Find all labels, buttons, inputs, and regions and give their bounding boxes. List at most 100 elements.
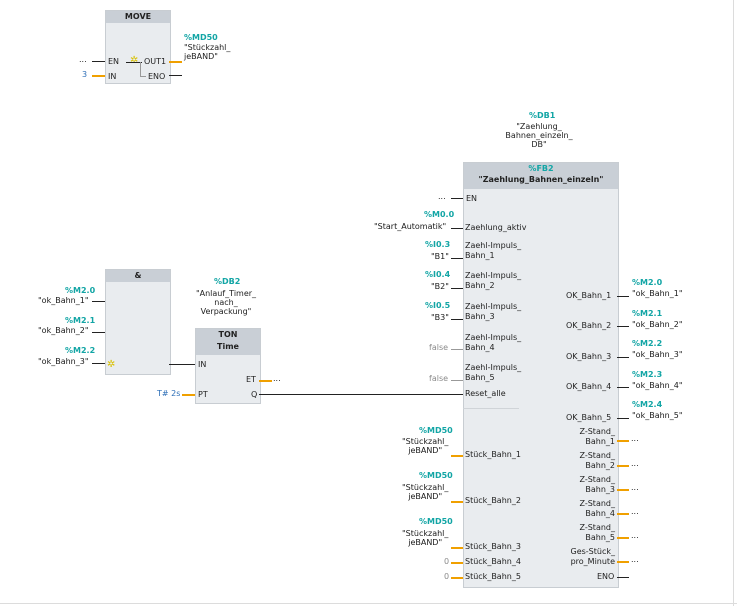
fb-in-stueck-5-wire [451,577,463,579]
fb-out-ok-1-wire [617,296,629,297]
fb-in-impuls-1-value[interactable]: "B1" [431,252,449,261]
fb-in-stueck-5-value[interactable]: 0 [444,572,450,581]
fb-out-ok-5-value[interactable]: "ok_Bahn_5" [632,411,683,420]
move-in-value[interactable]: 3 [82,70,88,79]
move-eno-connector [140,62,141,76]
fb-zaehlung-block[interactable]: %FB2 "Zaehlung_Bahnen_einzeln" EN ENO [463,162,619,588]
ton-et-wire [259,380,272,382]
fb-out-ok-2-wire [617,326,629,327]
move-out1-pin: OUT1 [144,57,167,66]
fb-db-address[interactable]: %DB1 [529,111,556,120]
fb-out-ges-stueck-pin: Ges-Stück_ pro_Minute [570,547,616,566]
and-input-2-name[interactable]: "ok_Bahn_2" [38,326,89,335]
fb-out-ok-4-wire [617,387,629,388]
ton-et-value[interactable]: ... [273,374,281,383]
fb-in-impuls-1-pin: Zaehl-Impuls_ Bahn_1 [465,241,522,260]
move-in-wire [92,75,105,77]
move-enable-marker-icon: ✲ [130,55,139,66]
fb-en-value[interactable]: ... [438,192,446,201]
fb-name: "Zaehlung_Bahnen_einzeln" [478,175,604,184]
fb-in-impuls-4-pin: Zaehl-Impuls_ Bahn_4 [465,333,522,352]
fb-in-stueck-2-address[interactable]: %MD50 [419,471,453,480]
fb-out-ok-2-address[interactable]: %M2.1 [632,309,663,318]
fb-out-zstand-1-pin: Z-Stand_ Bahn_1 [579,427,616,446]
fb-out-ok-1-value[interactable]: "ok_Bahn_1" [632,289,683,298]
fb-in-impuls-2-pin: Zaehl-Impuls_ Bahn_2 [465,271,522,290]
fb-en-pin: EN [466,194,478,203]
move-out-name[interactable]: "Stückzahl_ jeBAND" [184,43,231,61]
fb-db-name[interactable]: "Zaehlung_ Bahnen_einzeln_ DB" [505,122,573,149]
fb-out-zstand-4-value[interactable]: ... [631,507,639,516]
fb-out-ok-2-value[interactable]: "ok_Bahn_2" [632,320,683,329]
and-to-ton-wire [169,364,195,365]
fb-in-impuls-5-wire [451,380,463,381]
fb-out-ok-1-address[interactable]: %M2.0 [632,278,663,287]
fb-block-header: %FB2 "Zaehlung_Bahnen_einzeln" [464,163,618,189]
move-en-wire [92,61,105,62]
fb-in-impuls-5-value[interactable]: false [429,374,449,383]
fb-in-impuls-1-address[interactable]: %I0.3 [425,240,451,249]
fb-out-ok-3-wire [617,357,629,358]
fb-in-impuls-2-wire [451,288,463,289]
and-input-3-name[interactable]: "ok_Bahn_3" [38,357,89,366]
move-out-address[interactable]: %MD50 [184,33,218,42]
fb-in-stueck-2-wire [451,501,463,503]
and-input-2-address[interactable]: %M2.1 [65,316,96,325]
ton-timer-block[interactable]: TON Time IN PT ET Q [195,328,261,404]
fb-out-ok-3-address[interactable]: %M2.2 [632,339,663,348]
fb-in-stueck-1-address[interactable]: %MD50 [419,426,453,435]
ton-block-title: TON [218,330,238,339]
fb-in-impuls-1-wire [451,258,463,259]
fb-out-ok-3-value[interactable]: "ok_Bahn_3" [632,350,683,359]
and-block[interactable]: & ✲ [105,269,171,375]
fb-in-impuls-2-value[interactable]: "B2" [431,282,449,291]
fb-out-zstand-3-wire [617,489,629,491]
fb-out-zstand-1-value[interactable]: ... [631,434,639,443]
fb-in-impuls-3-wire [451,319,463,320]
move-in-pin: IN [108,72,117,81]
fb-out-zstand-4-wire [617,513,629,515]
fb-in-zaehlung-aktiv-value[interactable]: "Start_Automatik" [374,222,447,231]
fb-in-impuls-2-address[interactable]: %I0.4 [425,270,451,279]
move-en-value[interactable]: ... [79,55,87,64]
fb-in-impuls-3-address[interactable]: %I0.5 [425,301,451,310]
move-en-pin: EN [108,57,120,66]
and-input-1-address[interactable]: %M2.0 [65,286,96,295]
fb-out-zstand-2-wire [617,465,629,467]
fb-in-zaehlung-aktiv-address[interactable]: %M0.0 [424,210,455,219]
and-input-1-name[interactable]: "ok_Bahn_1" [38,296,89,305]
fb-out-ok-3-pin: OK_Bahn_3 [566,352,612,361]
ton-db-address[interactable]: %DB2 [214,277,241,286]
ton-pt-value[interactable]: T# 2s [157,389,181,398]
move-block[interactable]: MOVE EN IN OUT1 ENO ✲ [105,10,171,84]
move-eno-connector-h [140,76,146,77]
fb-in-stueck-4-value[interactable]: 0 [444,557,450,566]
fb-out-zstand-5-value[interactable]: ... [631,531,639,540]
fb-in-impuls-3-value[interactable]: "B3" [431,313,449,322]
fb-in-stueck-1-value[interactable]: "Stückzahl_ jeBAND" [402,437,449,455]
ton-q-to-reset-wire [259,394,464,395]
fb-eno-pin: ENO [597,572,615,581]
ton-q-pin: Q [251,390,258,399]
fb-in-stueck-3-address[interactable]: %MD50 [419,517,453,526]
fb-in-stueck-2-value[interactable]: "Stückzahl_ jeBAND" [402,483,449,501]
fb-in-stueck-3-value[interactable]: "Stückzahl_ jeBAND" [402,529,449,547]
fb-out-ok-4-value[interactable]: "ok_Bahn_4" [632,381,683,390]
ton-db-name[interactable]: "Anlauf_Timer_ nach_ Verpackung" [195,289,257,316]
ton-block-header: TON Time [196,329,260,355]
fb-out-ok-4-pin: OK_Bahn_4 [566,382,612,391]
ton-block-subtitle: Time [217,342,239,351]
ton-in-pin: IN [198,360,207,369]
fb-in-impuls-4-value[interactable]: false [429,343,449,352]
fb-out-zstand-5-wire [617,537,629,539]
move-eno-out-wire [169,75,182,76]
fb-out-ges-stueck-value[interactable]: ... [631,555,639,564]
fb-out-ok-4-address[interactable]: %M2.3 [632,370,663,379]
fb-eno-wire [617,577,629,578]
fb-out-ok-5-address[interactable]: %M2.4 [632,400,663,409]
fb-out-zstand-3-value[interactable]: ... [631,483,639,492]
and-input-3-address[interactable]: %M2.2 [65,346,96,355]
fb-out-zstand-2-value[interactable]: ... [631,459,639,468]
fb-in-impuls-5-pin: Zaehl-Impuls_ Bahn_5 [465,363,522,382]
fb-out-ok-5-wire [617,418,629,419]
